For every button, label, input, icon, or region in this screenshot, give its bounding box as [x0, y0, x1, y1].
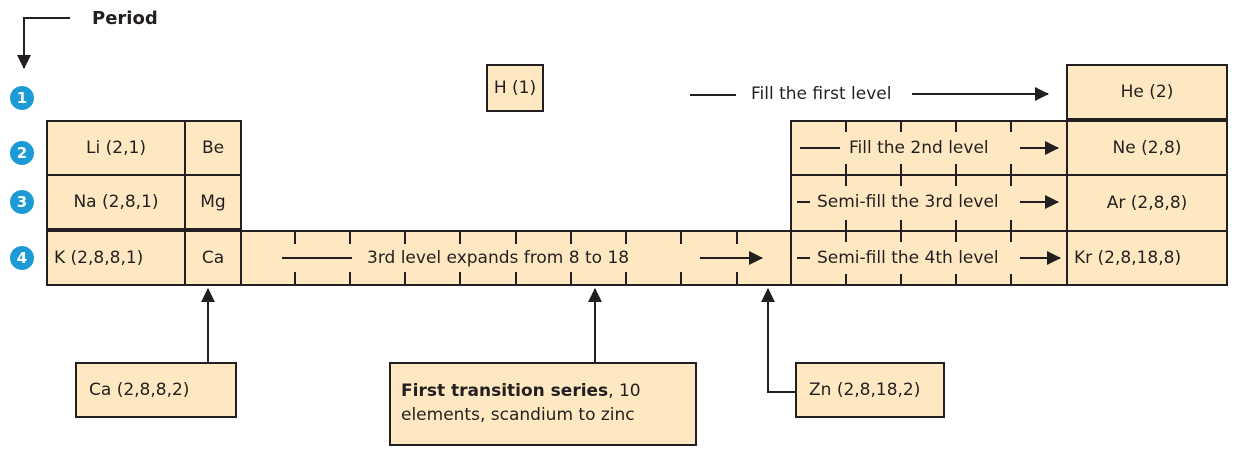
- fill-first-label: Fill the first level: [748, 83, 895, 105]
- callout-zinc: Zn (2,8,18,2): [795, 362, 945, 418]
- callout-series-line1: First transition series, 10: [401, 379, 695, 403]
- cell-potassium: K (2,8,8,1): [46, 230, 186, 286]
- period-arrow: [17, 17, 70, 69]
- cell-sodium: Na (2,8,1): [46, 174, 186, 230]
- cell-calcium: Ca: [184, 230, 242, 286]
- period-badge-1: 1: [10, 86, 34, 110]
- semi-fourth-label: Semi-fill the 4th level: [814, 247, 1002, 269]
- transition-ticks: [294, 230, 738, 286]
- semi-third-label: Semi-fill the 3rd level: [814, 191, 1002, 213]
- cell-neon: Ne (2,8): [1066, 120, 1228, 176]
- expands-label: 3rd level expands from 8 to 18: [364, 247, 633, 269]
- zn-callout-arrow: [761, 288, 795, 393]
- period-badge-3: 3: [10, 190, 34, 214]
- callout-calcium-text: Ca (2,8,8,2): [89, 380, 190, 400]
- callout-series-bold: First transition series: [401, 381, 609, 401]
- p-block-ticks: [845, 120, 1012, 286]
- callout-transition-series: First transition series, 10 elements, sc…: [389, 362, 697, 446]
- callout-series-line2: elements, scandium to zinc: [401, 405, 635, 425]
- callout-series-count: , 10: [608, 381, 641, 401]
- cell-beryllium: Be: [184, 120, 242, 176]
- callout-calcium: Ca (2,8,8,2): [75, 362, 237, 418]
- cell-argon: Ar (2,8,8): [1066, 174, 1228, 232]
- period-badge-2: 2: [10, 141, 34, 165]
- cell-magnesium: Mg: [184, 174, 242, 230]
- period-title: Period: [92, 8, 158, 29]
- cell-krypton: Kr (2,8,18,8): [1066, 230, 1228, 286]
- period-badge-4: 4: [10, 246, 34, 270]
- cell-hydrogen: H (1): [486, 64, 544, 112]
- cell-helium: He (2): [1066, 64, 1228, 120]
- fill-second-label: Fill the 2nd level: [846, 137, 992, 159]
- callout-zinc-text: Zn (2,8,18,2): [809, 380, 921, 400]
